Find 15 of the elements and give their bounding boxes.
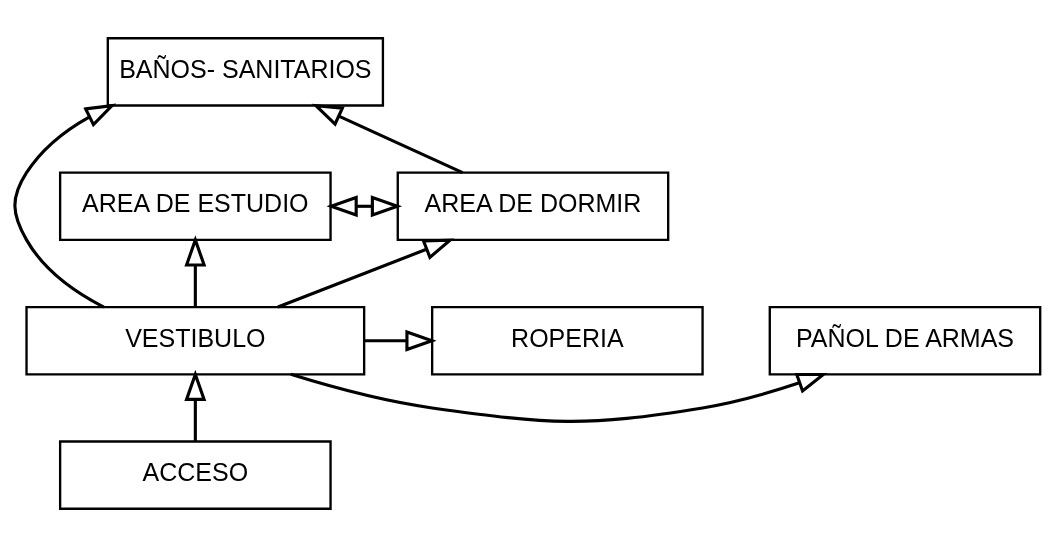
- arrow: [184, 234, 207, 307]
- node-box: ACCESO: [58, 439, 332, 510]
- arrow: [290, 372, 828, 423]
- arrow: [364, 329, 437, 352]
- node-box: ROPERIA: [430, 305, 704, 375]
- arrow: [311, 103, 464, 174]
- arrow: [184, 369, 207, 441]
- node-box: VESTIBULO: [25, 305, 366, 375]
- node-box: PAÑOL DE ARMAS: [768, 305, 1042, 375]
- node-box: AREA DE ESTUDIO: [58, 171, 332, 241]
- arrow: [326, 194, 403, 217]
- node-box: BAÑOS- SANITARIOS: [106, 36, 385, 107]
- node-box: AREA DE DORMIR: [396, 171, 670, 241]
- arrow: [277, 237, 455, 308]
- arrow: [13, 103, 117, 308]
